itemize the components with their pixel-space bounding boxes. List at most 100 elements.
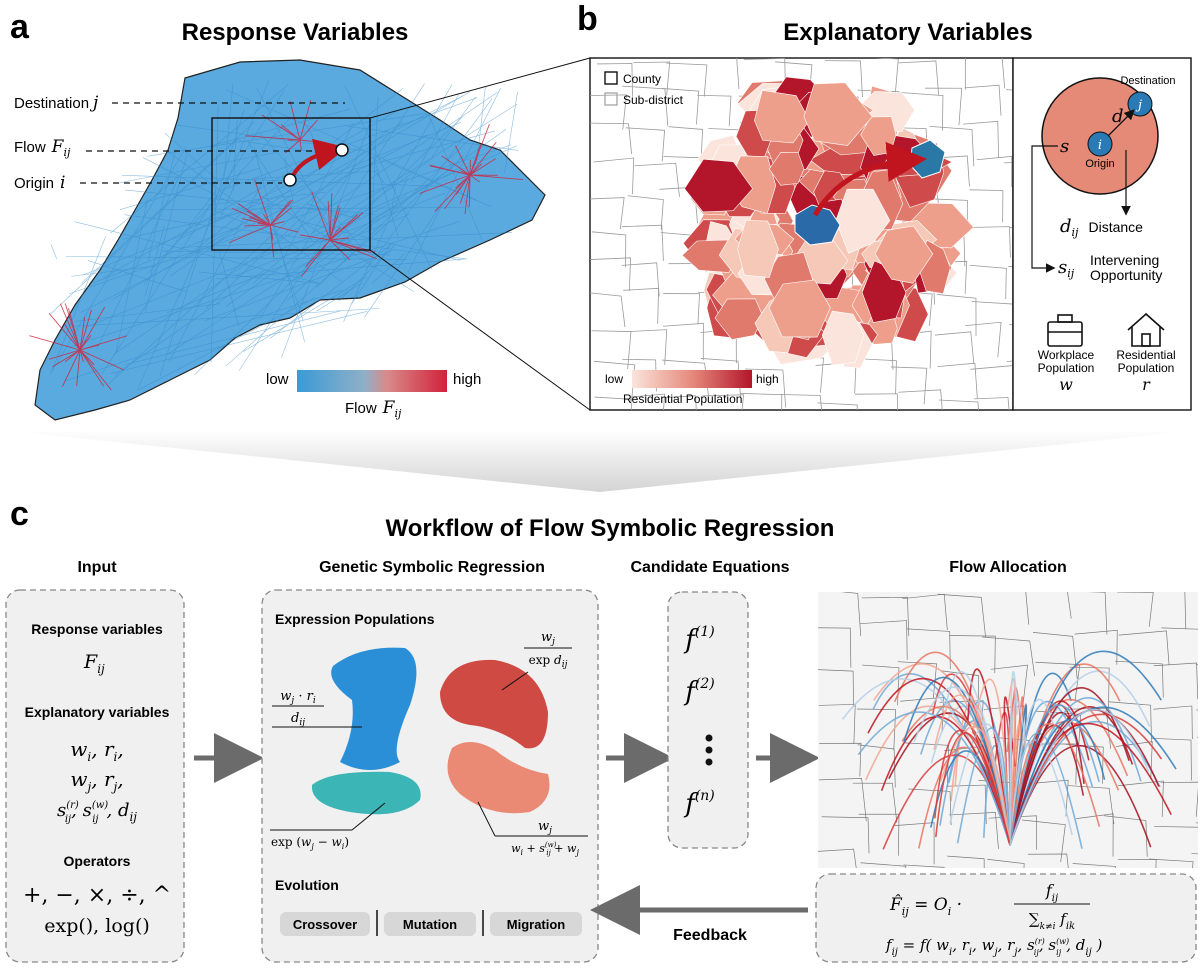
opportunity-label-1: Intervening	[1090, 252, 1159, 268]
populations-title: Expression Populations	[275, 611, 435, 627]
origin-node-sym: i	[1098, 138, 1102, 153]
zoom-box	[211, 117, 371, 251]
distance-line-sym: d	[1112, 106, 1124, 127]
response-title: Response variables	[31, 621, 163, 637]
population-blob-teal	[311, 771, 421, 815]
flow-lines-blue	[49, 80, 519, 391]
residential-line1: Residential	[1116, 348, 1175, 362]
residential-line2: Population	[1118, 361, 1175, 375]
crossover-label: Crossover	[293, 917, 357, 932]
flow-colorbar	[297, 370, 447, 392]
panel-c-letter: c	[10, 495, 29, 533]
briefcase-icon	[1047, 314, 1083, 347]
candidates-header: Candidate Equations	[630, 559, 789, 576]
svg-text:wi + s(w)ij + wj: wi + s(w)ij + wj	[511, 841, 579, 857]
mutation-chip	[384, 912, 476, 936]
expr-wj-ri-over-dij: wj · ri dij	[272, 689, 362, 728]
res-colorbar	[632, 370, 752, 388]
zoom-connector-bottom	[369, 249, 591, 411]
svg-text:wj: wj	[541, 630, 555, 647]
panel-b: b Explanatory Variables County Sub-distr…	[577, 0, 1192, 411]
input-box	[5, 589, 185, 963]
workplace-line1: Workplace	[1038, 348, 1095, 362]
population-blob-blue	[331, 647, 417, 770]
svg-text:∑k≠i fik: ∑k≠i fik	[1029, 910, 1075, 932]
candidates-box	[667, 591, 749, 849]
migration-chip	[490, 912, 582, 936]
feedback-label: Feedback	[673, 927, 747, 944]
operators-title: Operators	[64, 853, 131, 869]
flow-lines-red	[29, 100, 524, 391]
svg-text:exp dij: exp dij	[529, 653, 568, 670]
svg-text:wj · ri: wj · ri	[280, 689, 316, 706]
svg-text:fij = f( wi, ri, wj, rj, s(r)i: fij = f( wi, ri, wj, rj, s(r)ij, s(w)ij,…	[885, 936, 1102, 958]
origin-region	[794, 204, 841, 246]
res-colorbar-label: Residential Population	[623, 392, 742, 406]
population-blob-salmon	[447, 741, 550, 814]
od-flow-arrow	[812, 141, 927, 217]
panel-c: c Workflow of Flow Symbolic Regression I…	[5, 495, 1198, 963]
gsr-header: Genetic Symbolic Regression	[319, 559, 545, 576]
explanatory-vars-2: wj, rj,	[70, 767, 123, 794]
residential-sym: r	[1142, 375, 1151, 394]
input-header: Input	[77, 559, 117, 576]
origin-node	[1087, 131, 1113, 157]
mutation-label: Mutation	[403, 917, 457, 932]
origin-node-label: Origin	[1085, 158, 1114, 170]
distance-line	[1107, 109, 1135, 137]
panel-b-letter: b	[577, 0, 598, 38]
zoom-connector-top	[369, 57, 591, 119]
operators-line1: +, −, ×, ÷, ^	[23, 883, 171, 908]
res-colorbar-high: high	[756, 372, 779, 386]
workplace-sym: w	[1059, 375, 1073, 394]
expr-wj-over-exp-dij: wj exp dij	[501, 630, 572, 691]
svg-text:wj: wj	[538, 819, 552, 836]
expr-wj-over-sum: wj wi + s(w)ij + wj	[477, 801, 588, 857]
allocation-formula-box	[815, 873, 1197, 963]
province-map-shape	[34, 59, 546, 421]
origin-point	[283, 173, 297, 187]
expr-exp-wj-minus-wi: exp (wj − wi)	[270, 802, 386, 851]
flow-legend-high: high	[453, 371, 481, 388]
opportunity-sym: sij	[1058, 257, 1075, 280]
panel-c-title: Workflow of Flow Symbolic Regression	[386, 515, 835, 542]
legend-subdistrict: Sub-district	[623, 93, 684, 107]
panel-a-letter: a	[10, 8, 30, 46]
destination-point	[335, 143, 349, 157]
explanatory-title: Explanatory variables	[25, 704, 170, 720]
allocation-formula: F̂ij = Oi · fij ∑k≠i fik fij = f( wi, ri…	[885, 881, 1102, 958]
legend-county-swatch	[604, 71, 618, 85]
allocation-header: Flow Allocation	[949, 559, 1067, 576]
svg-text:F̂ij = Oi ·: F̂ij = Oi ·	[889, 895, 962, 918]
flow-legend-low: low	[266, 371, 289, 388]
explanatory-vars-3: s(r)ij, s(w)ij, dij	[57, 800, 137, 825]
radius-sym: s	[1060, 136, 1069, 157]
workplace-line2: Population	[1038, 361, 1095, 375]
opportunity-label-2: Opportunity	[1090, 267, 1162, 283]
evolution-title: Evolution	[275, 877, 339, 893]
res-colorbar-low: low	[605, 372, 623, 386]
evolution-buttons: Crossover Mutation Migration	[280, 910, 582, 936]
legend-county: County	[623, 72, 661, 86]
migration-label: Migration	[507, 917, 566, 932]
population-blob-red	[440, 659, 548, 749]
panel-a-title: Response Variables	[182, 19, 409, 46]
destination-node-label: Destination	[1120, 75, 1175, 87]
section-divider-shade	[0, 430, 1200, 492]
candidate-ellipsis	[705, 734, 713, 766]
opportunity-pointer	[1031, 145, 1058, 273]
allocation-map	[818, 592, 1198, 868]
operators-line2: exp(), log()	[44, 915, 150, 937]
svg-text:exp (wj − wi): exp (wj − wi)	[271, 835, 349, 851]
panel-b-title: Explanatory Variables	[783, 19, 1032, 46]
house-icon	[1127, 312, 1165, 347]
crossover-chip	[280, 912, 370, 936]
destination-node-sym: j	[1135, 98, 1142, 113]
legend-subdistrict-swatch	[604, 92, 618, 106]
